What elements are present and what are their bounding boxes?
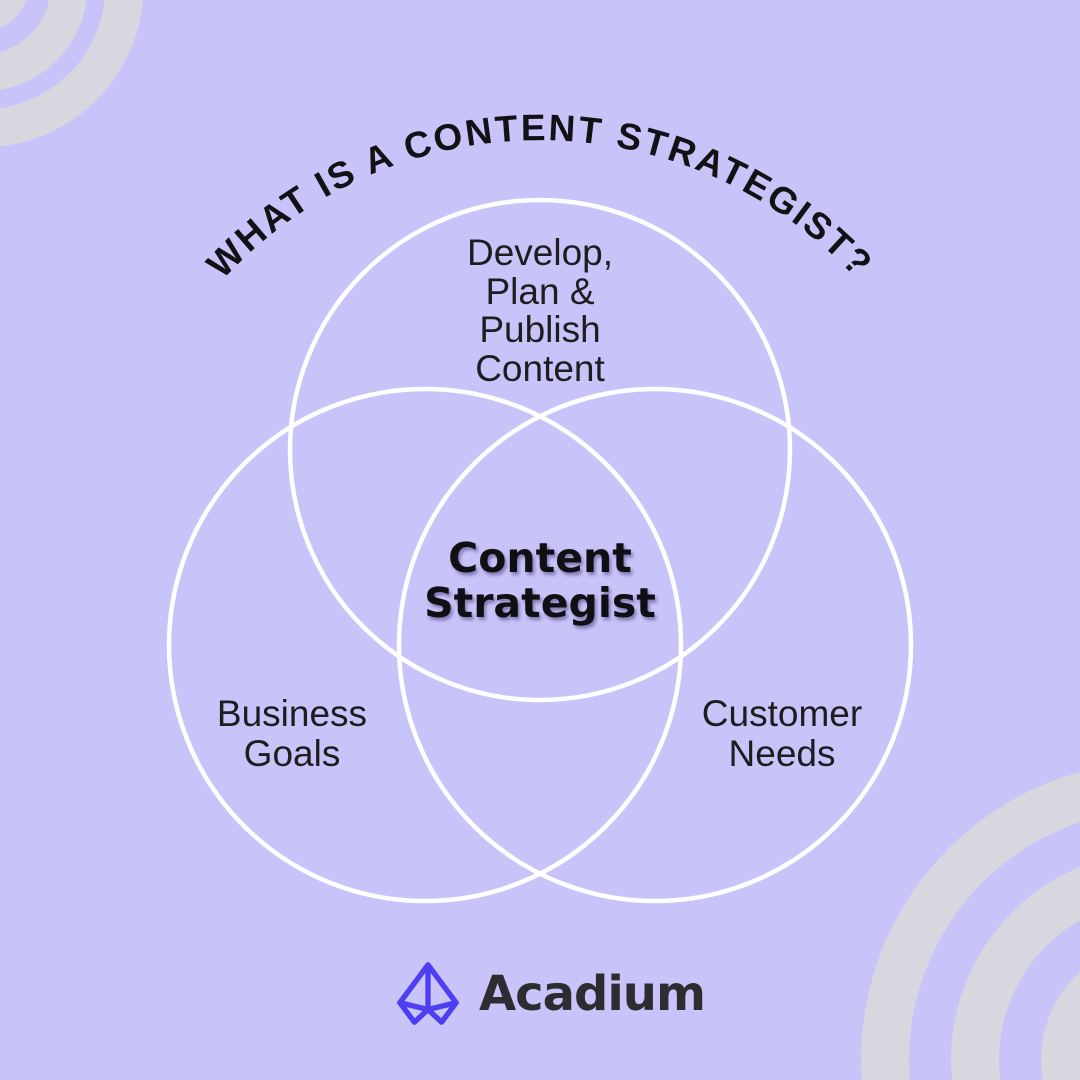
venn-label-right-circle: Customer Needs (701, 693, 863, 774)
corner-arcs-bottom-right-icon (861, 771, 1080, 1080)
acadium-gem-icon (397, 962, 459, 1025)
venn-circle-top (287, 197, 793, 703)
venn-circle-right (396, 386, 914, 904)
corner-arcs-top-left-icon (0, 0, 143, 147)
venn-label-left-circle: Business Goals (216, 693, 368, 774)
brand-logo: Acadium (10, 958, 1080, 1030)
venn-label-center: Content Strategist (424, 534, 656, 627)
venn-label-top-circle: Develop, Plan & Publish Content (466, 232, 614, 389)
venn-circle-left (166, 386, 684, 904)
brand-name-text: Acadium (479, 966, 706, 1022)
